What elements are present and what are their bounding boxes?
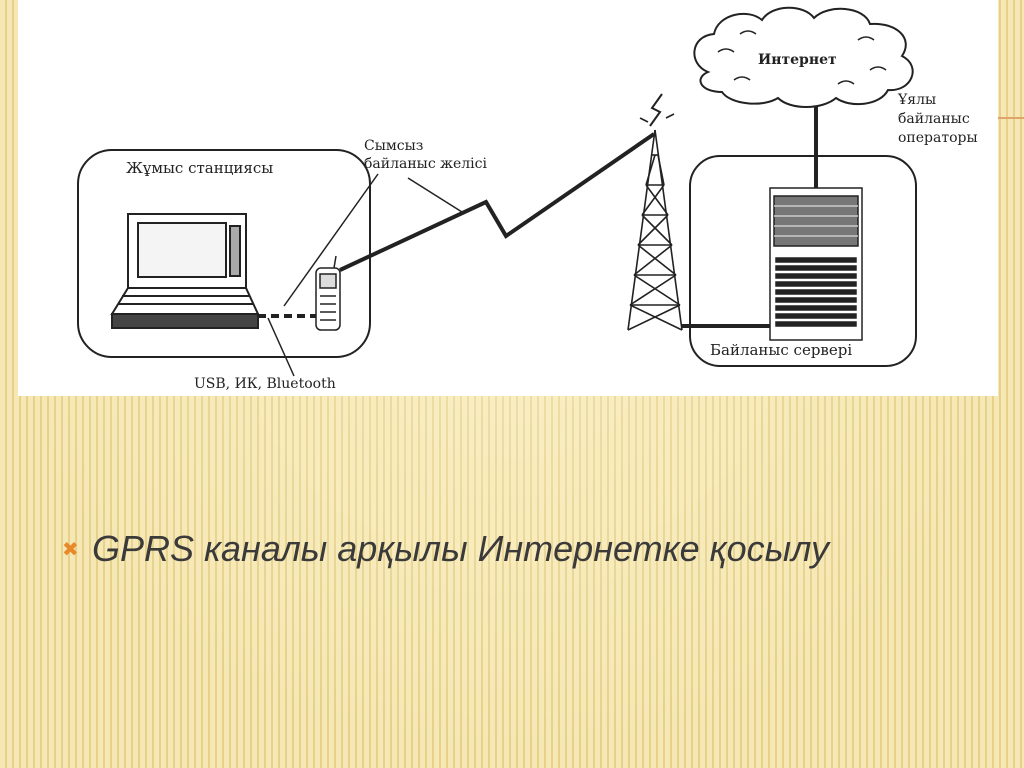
wireless-pointer-2 [407, 177, 463, 213]
accent-line [990, 117, 1024, 119]
server-rack-icon [769, 187, 863, 341]
mobile-phone-icon [315, 255, 341, 331]
wireless-label-line2: байланыс желісі [364, 156, 487, 172]
usb-pointer [267, 317, 295, 377]
internet-label: Интернет [758, 52, 837, 68]
usb-label: USB, ИК, Bluetooth [194, 376, 336, 392]
laptop-icon [110, 213, 260, 329]
wireless-pointer-1 [283, 173, 379, 307]
operator-label-line1: Ұялы [898, 92, 937, 108]
operator-label-line2: байланыс [898, 111, 970, 127]
bullet-item: ✖ GPRS каналы арқылы Интернетке қосылу [62, 528, 829, 570]
cloud-icon [693, 6, 914, 108]
cloud-texture [717, 30, 887, 85]
workstation-label: Жұмыс станциясы [126, 159, 274, 177]
radio-tower-icon [627, 93, 683, 331]
workstation-box [77, 149, 371, 358]
server-box [689, 155, 917, 367]
gprs-diagram: Жұмыс станциясы Сымсыз байланыс желісі И… [18, 0, 998, 396]
server-label: Байланыс сервері [710, 341, 853, 359]
operator-label-line3: операторы [898, 130, 978, 146]
diagram-drawing [77, 6, 917, 377]
wireless-label-line1: Сымсыз [364, 138, 424, 154]
cross-bullet-icon: ✖ [62, 537, 79, 561]
lightning-icon [339, 132, 656, 272]
bullet-text: GPRS каналы арқылы Интернетке қосылу [92, 528, 830, 569]
